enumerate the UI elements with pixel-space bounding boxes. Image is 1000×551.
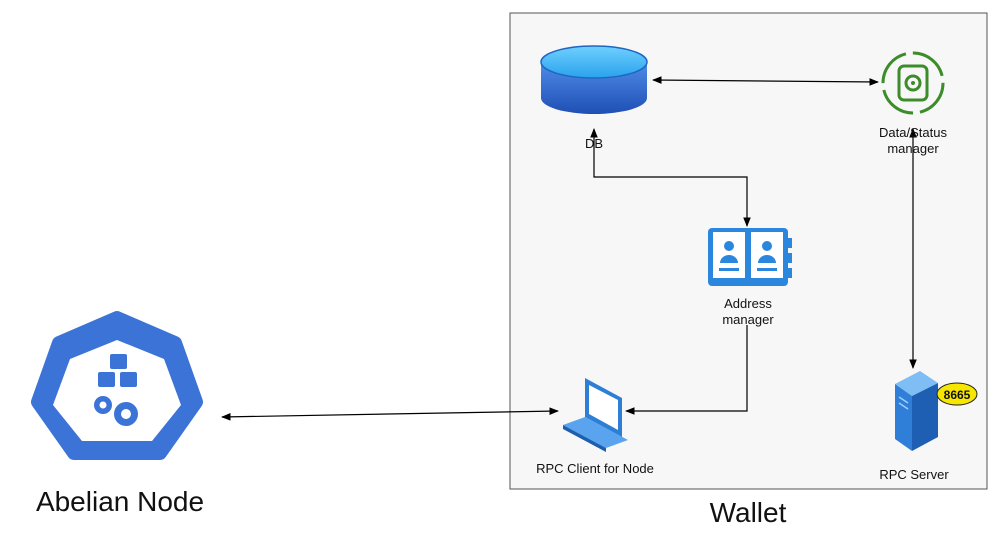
rpc-server-icon xyxy=(895,371,938,451)
address-to-rpc-client-connector xyxy=(625,325,748,415)
port-badge-label: 8665 xyxy=(943,388,971,402)
wallet-label: Wallet xyxy=(709,497,787,528)
rpc-server-label: RPC Server xyxy=(879,467,949,482)
db-to-address-manager-connector xyxy=(590,128,751,227)
port-badge xyxy=(936,382,978,406)
abelian-node-label: Abelian Node xyxy=(35,486,205,517)
data-status-manager-label-line1: Data/Status xyxy=(879,125,947,140)
data-status-manager-icon xyxy=(881,51,945,115)
address-manager-icon xyxy=(708,228,792,286)
address-manager-label: Address manager xyxy=(700,296,796,328)
db-label: DB xyxy=(584,136,604,151)
node-to-rpc-client-connector xyxy=(221,407,559,421)
db-icon xyxy=(540,45,648,114)
connectors xyxy=(221,76,917,421)
data-status-manager-label: Data/Status manager xyxy=(860,125,966,157)
rpc-client-laptop-icon xyxy=(563,378,628,452)
abelian-node-icon xyxy=(31,311,203,460)
data-status-manager-label-line2: manager xyxy=(887,141,939,156)
address-manager-label-line2: manager xyxy=(722,312,774,327)
rpc-client-label: RPC Client for Node xyxy=(536,461,654,476)
db-to-data-status-connector xyxy=(652,76,879,86)
address-manager-label-line1: Address xyxy=(724,296,772,311)
